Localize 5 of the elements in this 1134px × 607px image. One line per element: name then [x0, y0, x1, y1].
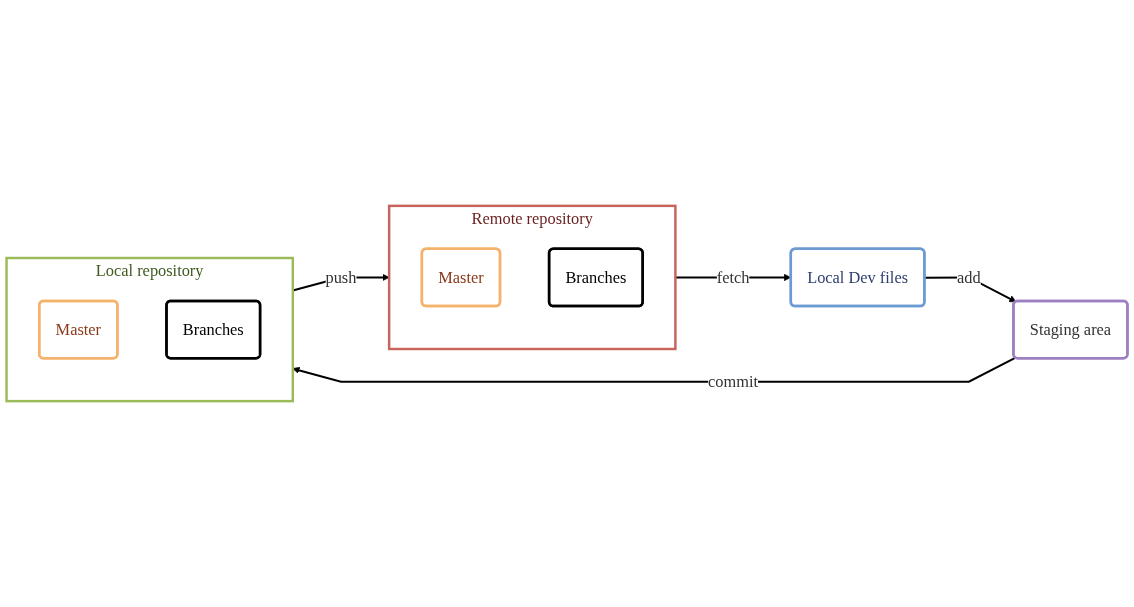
edge-label: commit: [708, 372, 759, 391]
arrow: [292, 357, 1016, 383]
edge-label: fetch: [716, 268, 750, 287]
edge-label: add: [957, 268, 981, 287]
edge-label: push: [325, 268, 357, 287]
